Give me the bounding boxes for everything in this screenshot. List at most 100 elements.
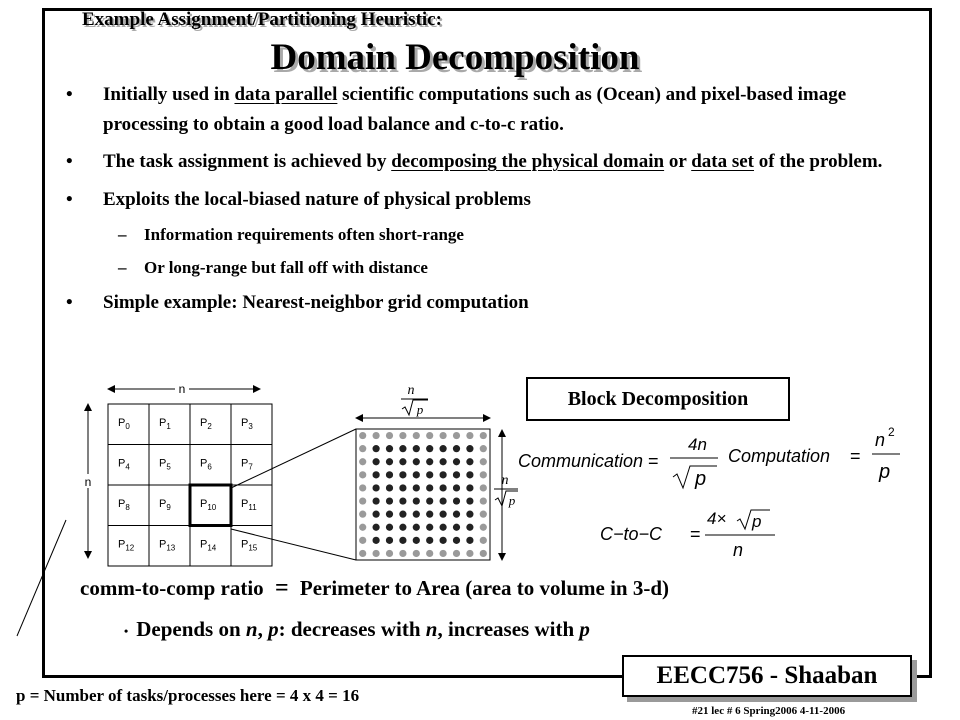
grid-point — [412, 484, 420, 492]
bullet-dot: • — [124, 623, 129, 638]
bullet-3: • Exploits the local-biased nature of ph… — [66, 185, 896, 215]
grid-point — [412, 445, 420, 453]
grid-point — [452, 549, 461, 558]
grid-point — [412, 497, 420, 505]
grid-point — [452, 536, 461, 544]
grid-point — [399, 510, 407, 518]
grid-point — [385, 497, 394, 505]
grid-point — [399, 497, 407, 505]
grid-point — [439, 471, 447, 479]
grid-point — [385, 484, 394, 492]
grid-point — [399, 523, 407, 531]
sub-bullet-1: – Information requirements often short-r… — [66, 222, 896, 248]
grid-point — [412, 536, 420, 544]
tasks-note: p = Number of tasks/processes here = 4 x… — [16, 686, 360, 705]
grid-point — [385, 458, 394, 466]
sub-bullet-2: – Or long-range but fall off with distan… — [66, 255, 896, 281]
grid-point — [426, 445, 434, 453]
grid-point — [466, 471, 474, 479]
grid-point — [479, 549, 487, 558]
block-width-den: p — [416, 402, 424, 417]
svg-text:Communication: Communication — [518, 451, 643, 471]
grid-point — [385, 549, 394, 558]
grid-point — [359, 549, 367, 558]
course-brand: EECC756 - Shaaban — [622, 655, 912, 697]
grid-point — [359, 445, 367, 453]
grid-point — [372, 549, 380, 558]
zoom-line-top — [230, 428, 357, 489]
slide-footer: #21 lec # 6 Spring2006 4-11-2006 — [692, 705, 846, 717]
processor-cell — [230, 525, 273, 567]
grid-point — [385, 523, 394, 531]
grid-point — [466, 497, 474, 505]
grid-point — [372, 510, 380, 518]
grid-point — [399, 484, 407, 492]
grid-point — [426, 497, 434, 505]
grid-point — [439, 523, 447, 531]
svg-text:Computation: Computation — [728, 446, 830, 466]
grid-point — [466, 458, 474, 466]
grid-point — [479, 484, 487, 492]
svg-text:=: = — [648, 451, 659, 471]
grid-point — [452, 471, 461, 479]
processor-cell — [189, 444, 232, 486]
zoom-line-bottom — [230, 528, 357, 561]
grid-point — [439, 445, 447, 453]
grid-point — [426, 484, 434, 492]
grid-point — [412, 523, 420, 531]
grid-point — [452, 445, 461, 453]
svg-text:=: = — [850, 446, 861, 466]
grid-point — [426, 458, 434, 466]
grid-point — [359, 536, 367, 544]
bullet-dot: • — [66, 292, 73, 313]
svg-text:n: n — [733, 540, 743, 560]
processor-cell — [230, 403, 273, 445]
grid-point — [372, 536, 380, 544]
highlighted-cell — [188, 483, 233, 527]
bullet-1: • Initially used in data parallel scient… — [66, 80, 896, 139]
grid-point — [466, 445, 474, 453]
grid-point — [412, 549, 420, 558]
grid-width-label: n — [179, 382, 186, 396]
bullet-2: • The task assignment is achieved by dec… — [66, 147, 896, 177]
grid-point — [399, 445, 407, 453]
svg-text:4×: 4× — [707, 509, 726, 528]
grid-point — [385, 445, 394, 453]
grid-point — [359, 510, 367, 518]
grid-point — [452, 431, 461, 440]
grid-points — [359, 431, 487, 558]
grid-point — [439, 497, 447, 505]
grid-point — [426, 431, 434, 440]
grid-point — [412, 510, 420, 518]
grid-point — [399, 549, 407, 558]
grid-point — [359, 497, 367, 505]
slide-subtitle: Example Assignment/Partitioning Heuristi… — [82, 9, 442, 30]
grid-point — [359, 523, 367, 531]
svg-text:2: 2 — [888, 425, 895, 439]
diagonal-line — [16, 519, 67, 637]
grid-point — [466, 431, 474, 440]
processor-cell — [189, 403, 232, 445]
processor-cell — [107, 403, 150, 445]
svg-text:C−to−C: C−to−C — [600, 524, 663, 544]
svg-text:p: p — [694, 468, 706, 490]
formula-ctoc: C−to−C = 4× p n — [600, 509, 775, 560]
grid-point — [439, 484, 447, 492]
grid-point — [399, 471, 407, 479]
grid-point — [372, 497, 380, 505]
svg-text:n: n — [875, 430, 885, 450]
grid-point — [385, 536, 394, 544]
grid-point — [452, 497, 461, 505]
grid-point — [452, 510, 461, 518]
grid-point — [452, 458, 461, 466]
grid-point — [452, 484, 461, 492]
grid-point — [439, 458, 447, 466]
formula-communication: Communication = 4n p — [518, 435, 718, 490]
block-height-num: n — [502, 473, 509, 488]
grid-point — [426, 536, 434, 544]
grid-point — [466, 536, 474, 544]
grid-point — [372, 458, 380, 466]
block-width-num: n — [408, 383, 415, 398]
